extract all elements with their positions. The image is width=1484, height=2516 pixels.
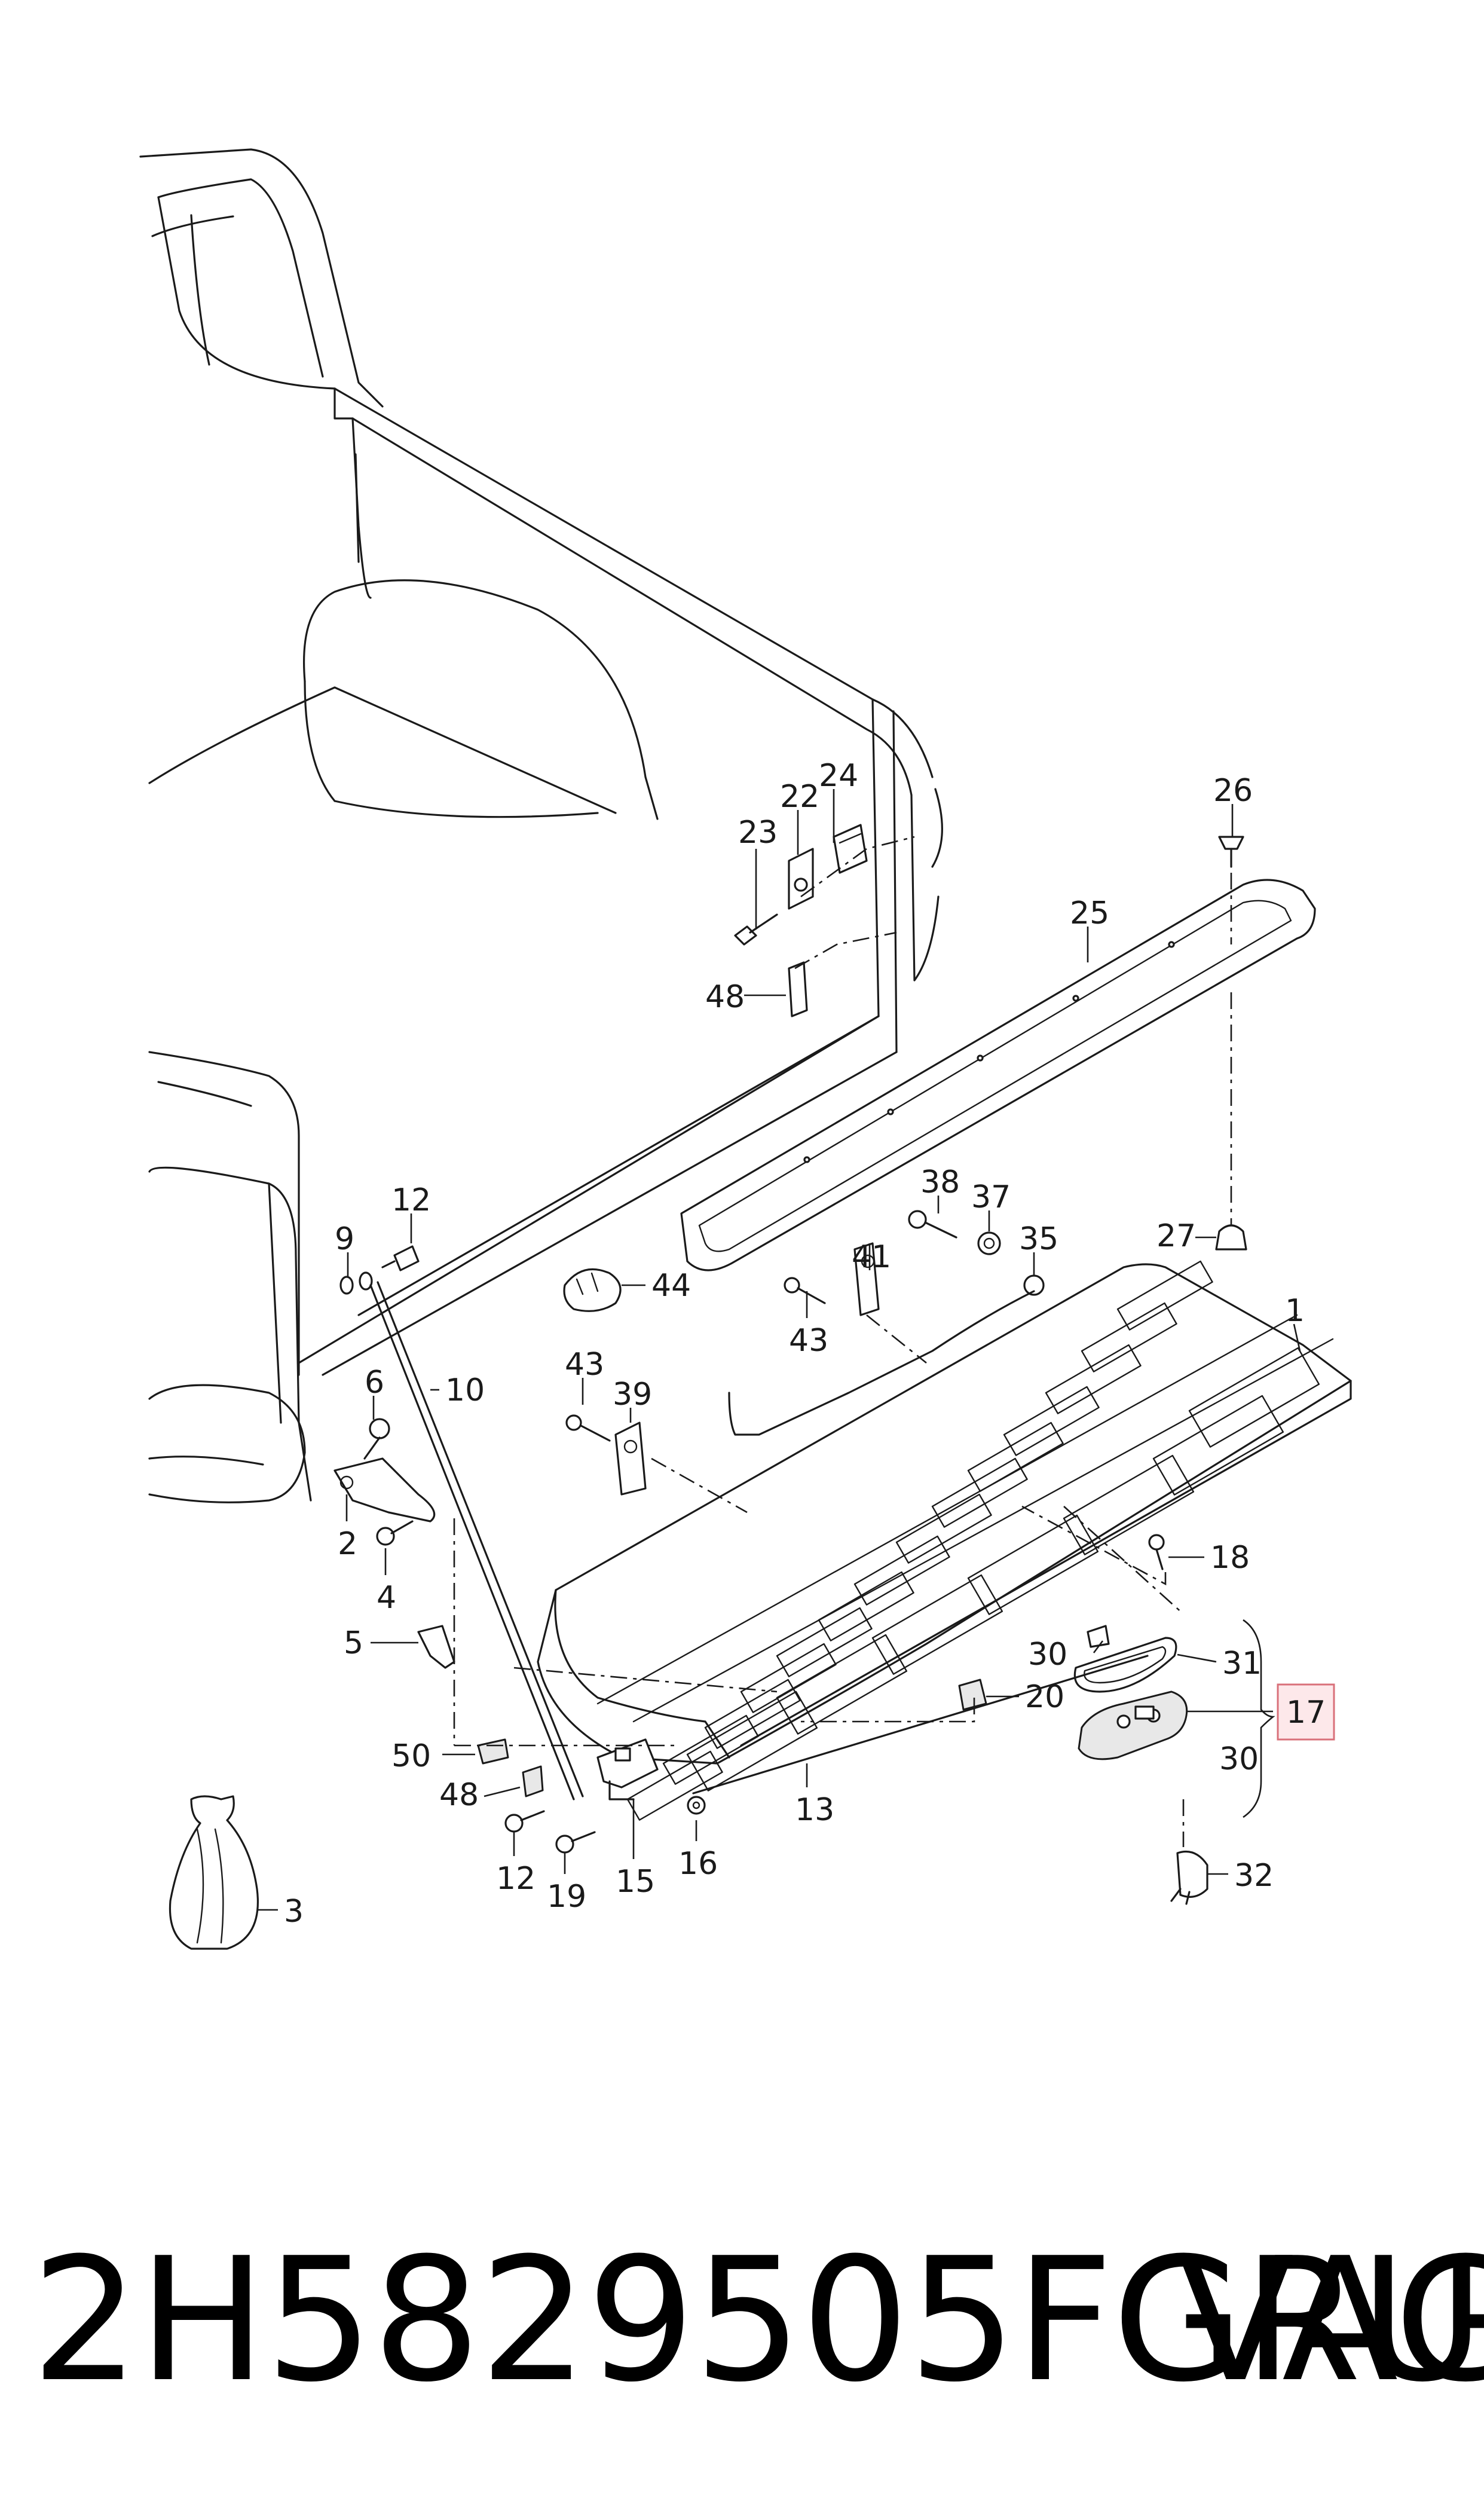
highlight-box-17 (1277, 1683, 1335, 1741)
callout-labels: 26 24 22 23 25 48 12 9 38 37 35 41 27 44… (284, 758, 1335, 1930)
washer-9 (339, 1276, 354, 1295)
callout-9: 9 (335, 1221, 354, 1257)
bolt-12-lower (504, 1810, 545, 1833)
callout-30-upper: 30 (1028, 1637, 1067, 1673)
bolt-19 (555, 1831, 596, 1854)
callout-1: 1 (1285, 1293, 1305, 1329)
callout-31: 31 (1222, 1646, 1262, 1682)
block-20 (958, 1679, 987, 1711)
callout-43-upper: 43 (789, 1323, 828, 1359)
striker-bracket-22 (788, 848, 814, 910)
callout-37: 37 (971, 1179, 1011, 1215)
clip-30-upper (1087, 1625, 1110, 1648)
callout-25: 25 (1070, 895, 1109, 931)
callout-10: 10 (445, 1372, 485, 1408)
hinge-2 (333, 1457, 436, 1523)
gasket-31 (1073, 1637, 1177, 1693)
rod-13 (692, 1655, 1149, 1794)
plug-44 (563, 1268, 622, 1312)
callout-24: 24 (819, 758, 858, 794)
tailgate-ribs (626, 1260, 1320, 1821)
callout-27: 27 (1156, 1218, 1196, 1254)
callout-15: 15 (616, 1864, 655, 1900)
bolt-6 (363, 1418, 390, 1460)
bolt-43-lower (565, 1414, 611, 1442)
bolt-43-upper (784, 1277, 826, 1304)
callout-43-lower: 43 (565, 1347, 604, 1383)
callout-32: 32 (1234, 1858, 1274, 1894)
latch-15 (596, 1738, 659, 1800)
callout-38: 38 (920, 1164, 960, 1200)
grommet-16 (687, 1796, 706, 1815)
brand-name: VAG (1177, 2221, 1484, 2420)
callout-12-upper: 12 (391, 1182, 431, 1218)
rail-cover-strip (680, 879, 1316, 1271)
callout-6: 6 (365, 1365, 384, 1401)
callout-17: 17 (1286, 1695, 1326, 1731)
pad-48-lower (522, 1765, 544, 1797)
callout-2: 2 (338, 1526, 357, 1562)
handle-17 (1078, 1690, 1188, 1760)
callout-39: 39 (613, 1377, 652, 1413)
callout-35: 35 (1019, 1221, 1058, 1257)
callout-4: 4 (377, 1580, 396, 1616)
bolt-38 (908, 1210, 957, 1239)
callout-41: 41 (852, 1239, 891, 1275)
cable-41 (853, 1242, 880, 1316)
callout-30-lower: 30 (1219, 1741, 1259, 1777)
callout-20: 20 (1025, 1679, 1064, 1715)
assembly-lines (453, 836, 1232, 1847)
callout-50: 50 (391, 1738, 431, 1774)
callout-18: 18 (1210, 1540, 1250, 1576)
leader-lines (257, 789, 1301, 1911)
callout-5: 5 (344, 1625, 363, 1661)
bolt-12-upper (381, 1245, 420, 1271)
callout-22: 22 (780, 779, 819, 815)
truck-body-outline (139, 148, 943, 1503)
lock-cylinder-32 (1170, 1850, 1208, 1905)
callout-48-upper: 48 (705, 979, 745, 1015)
bolt-23 (734, 913, 778, 946)
release-cable (728, 1290, 1035, 1436)
hook-5 (417, 1625, 455, 1669)
bushing-37 (977, 1231, 1001, 1255)
support-cable-10 (369, 1284, 575, 1800)
clip-27 (1215, 1224, 1247, 1251)
screw-26 (1218, 836, 1244, 868)
callout-16: 16 (678, 1846, 718, 1882)
callout-13: 13 (795, 1792, 834, 1828)
bracket-39 (614, 1421, 647, 1496)
screw-18 (1148, 1534, 1165, 1570)
callout-48-lower: 48 (439, 1777, 479, 1813)
callout-12-lower: 12 (496, 1861, 536, 1897)
callout-44: 44 (651, 1268, 691, 1304)
part-number: 2H5829505FGRU (31, 2221, 1484, 2420)
callout-3: 3 (284, 1894, 304, 1930)
callout-23: 23 (738, 815, 778, 851)
washer-12-upper (359, 1271, 373, 1291)
callout-26: 26 (1213, 773, 1253, 809)
bolt-4 (376, 1520, 414, 1546)
pad-50 (477, 1738, 509, 1765)
cover-48-upper (788, 961, 808, 1017)
callout-19: 19 (547, 1879, 586, 1915)
tailgate-panel (537, 1260, 1352, 1821)
bag-3 (169, 1795, 259, 1950)
latch-plate-24 (833, 824, 868, 874)
